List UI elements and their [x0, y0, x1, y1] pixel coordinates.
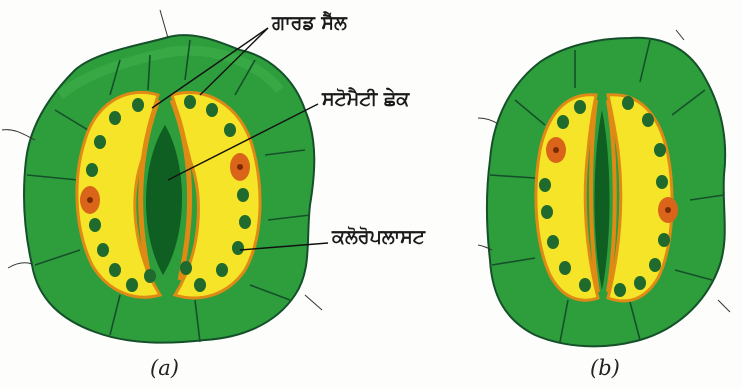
label-guard-cells: ਗਾਰਡ ਸੈੱਲ [272, 12, 347, 34]
stoma-closed [478, 30, 730, 346]
caption-a: (a) [150, 356, 179, 380]
label-stomatal-pore: ਸਟੋਮੈਟੀ ਛੇਕ [322, 88, 409, 110]
stoma-open [2, 10, 322, 343]
caption-b: (b) [590, 356, 620, 380]
label-chloroplast: ਕਲੋਰੋਪਲਾਸਟ [332, 226, 425, 248]
